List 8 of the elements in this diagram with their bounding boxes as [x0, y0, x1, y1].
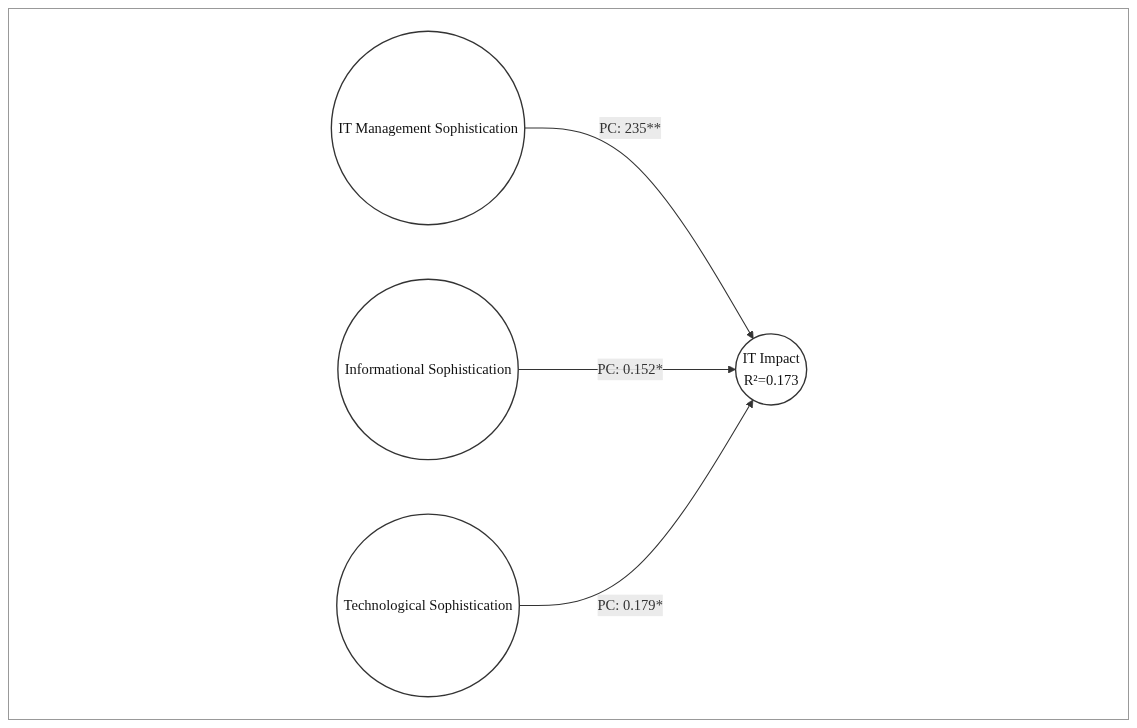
node-circle: Informational Sophistication	[336, 278, 519, 461]
node-circle: IT Management Sophistication	[330, 30, 525, 226]
arrow	[518, 399, 753, 606]
node-circle: IT Impact R²=0.173	[734, 333, 807, 406]
edge-label: PC: 235**	[598, 119, 661, 136]
edge-label: PC: 0.152*	[596, 361, 663, 377]
node-circle: Technological Sophistication	[335, 513, 520, 698]
edge-label: PC: 0.179*	[596, 597, 663, 613]
